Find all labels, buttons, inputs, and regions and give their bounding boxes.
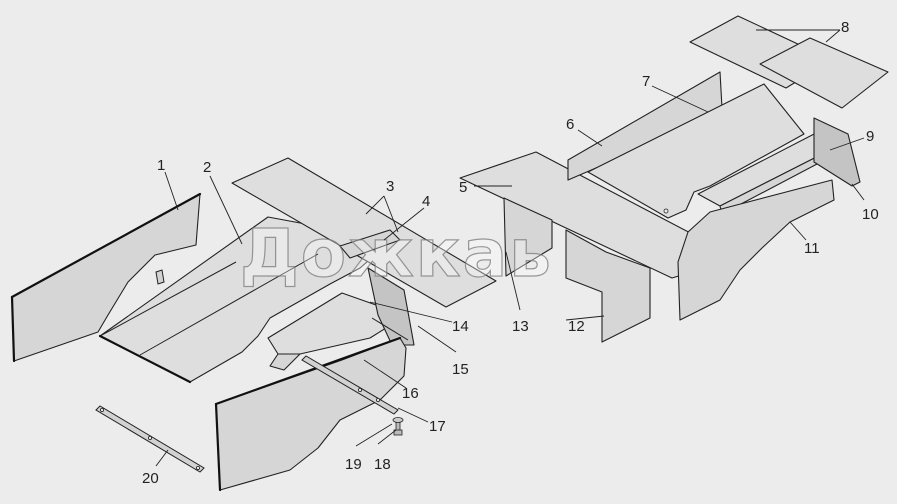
callout-4: 4 <box>422 193 430 210</box>
part-1-left-side-panel <box>10 192 202 363</box>
callout-1: 1 <box>157 157 165 174</box>
part-8-top-mats <box>689 15 889 109</box>
callout-16: 16 <box>402 385 419 402</box>
part-7-floor-mat <box>587 83 805 219</box>
callout-14: 14 <box>452 318 469 335</box>
part-10-bracket <box>813 117 861 187</box>
callout-6: 6 <box>566 116 574 133</box>
callout-3: 3 <box>386 178 394 195</box>
callout-19: 19 <box>345 456 362 473</box>
callout-2: 2 <box>203 159 211 176</box>
callout-17: 17 <box>429 418 446 435</box>
part-11-side-panel <box>677 179 835 321</box>
part-13-side-plate <box>503 197 553 277</box>
callout-labels: 1 2 3 4 5 6 7 8 9 10 11 12 13 14 15 16 1… <box>142 19 879 487</box>
callout-12: 12 <box>568 318 585 335</box>
callout-20: 20 <box>142 470 159 487</box>
callout-11: 11 <box>804 240 820 257</box>
part-12-side-plate <box>565 229 651 343</box>
callout-18: 18 <box>374 456 391 473</box>
callout-13: 13 <box>512 318 529 335</box>
part-17-strap <box>301 355 399 415</box>
callout-15: 15 <box>452 361 469 378</box>
callout-5: 5 <box>459 179 467 196</box>
part-3-rear-mat <box>231 157 497 308</box>
callout-9: 9 <box>866 128 874 145</box>
part-20-long-strap <box>95 405 205 473</box>
part-19-washer <box>392 417 404 423</box>
callout-8: 8 <box>841 19 849 36</box>
callout-7: 7 <box>642 73 650 90</box>
leader-lines <box>155 29 865 467</box>
part-14-small-panel <box>267 292 387 371</box>
watermark-text: Дожкаь <box>240 215 553 292</box>
part-4-strip <box>339 229 401 259</box>
callout-10: 10 <box>862 206 879 223</box>
